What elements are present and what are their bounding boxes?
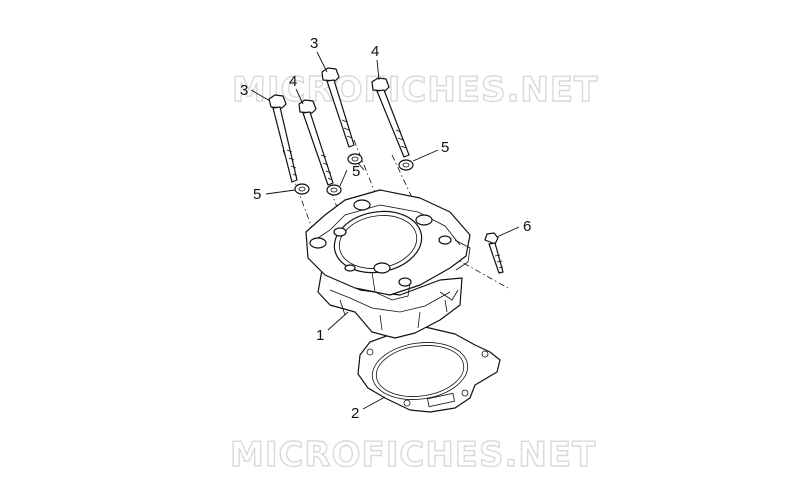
callout-4-left: 4 [289, 73, 297, 90]
watermark-bottom: MICROFICHES.NET [230, 435, 596, 475]
long-bolt-center-4 [298, 99, 334, 186]
gasket-icon [357, 326, 501, 413]
callout-6: 6 [523, 218, 531, 235]
callout-5-left: 5 [253, 186, 261, 203]
callout-labels: 3 3 4 4 5 5 5 6 1 2 [240, 35, 531, 422]
watermark-top: MICROFICHES.NET [232, 70, 598, 110]
washer-icon [294, 153, 414, 196]
callout-3-top: 3 [310, 35, 318, 52]
cylinder-icon [305, 189, 471, 339]
callout-5-right: 5 [441, 139, 449, 156]
callout-5-center: 5 [352, 163, 360, 180]
long-bolt-top-4 [371, 77, 410, 158]
screw-icon [484, 232, 504, 274]
long-bolt-left-3 [268, 94, 298, 183]
callout-3-left: 3 [240, 82, 248, 99]
long-bolt-top-3 [321, 67, 355, 148]
callout-4-top: 4 [371, 43, 379, 60]
callout-1: 1 [316, 327, 324, 344]
callout-2: 2 [351, 405, 359, 422]
leader-lines [250, 51, 520, 410]
